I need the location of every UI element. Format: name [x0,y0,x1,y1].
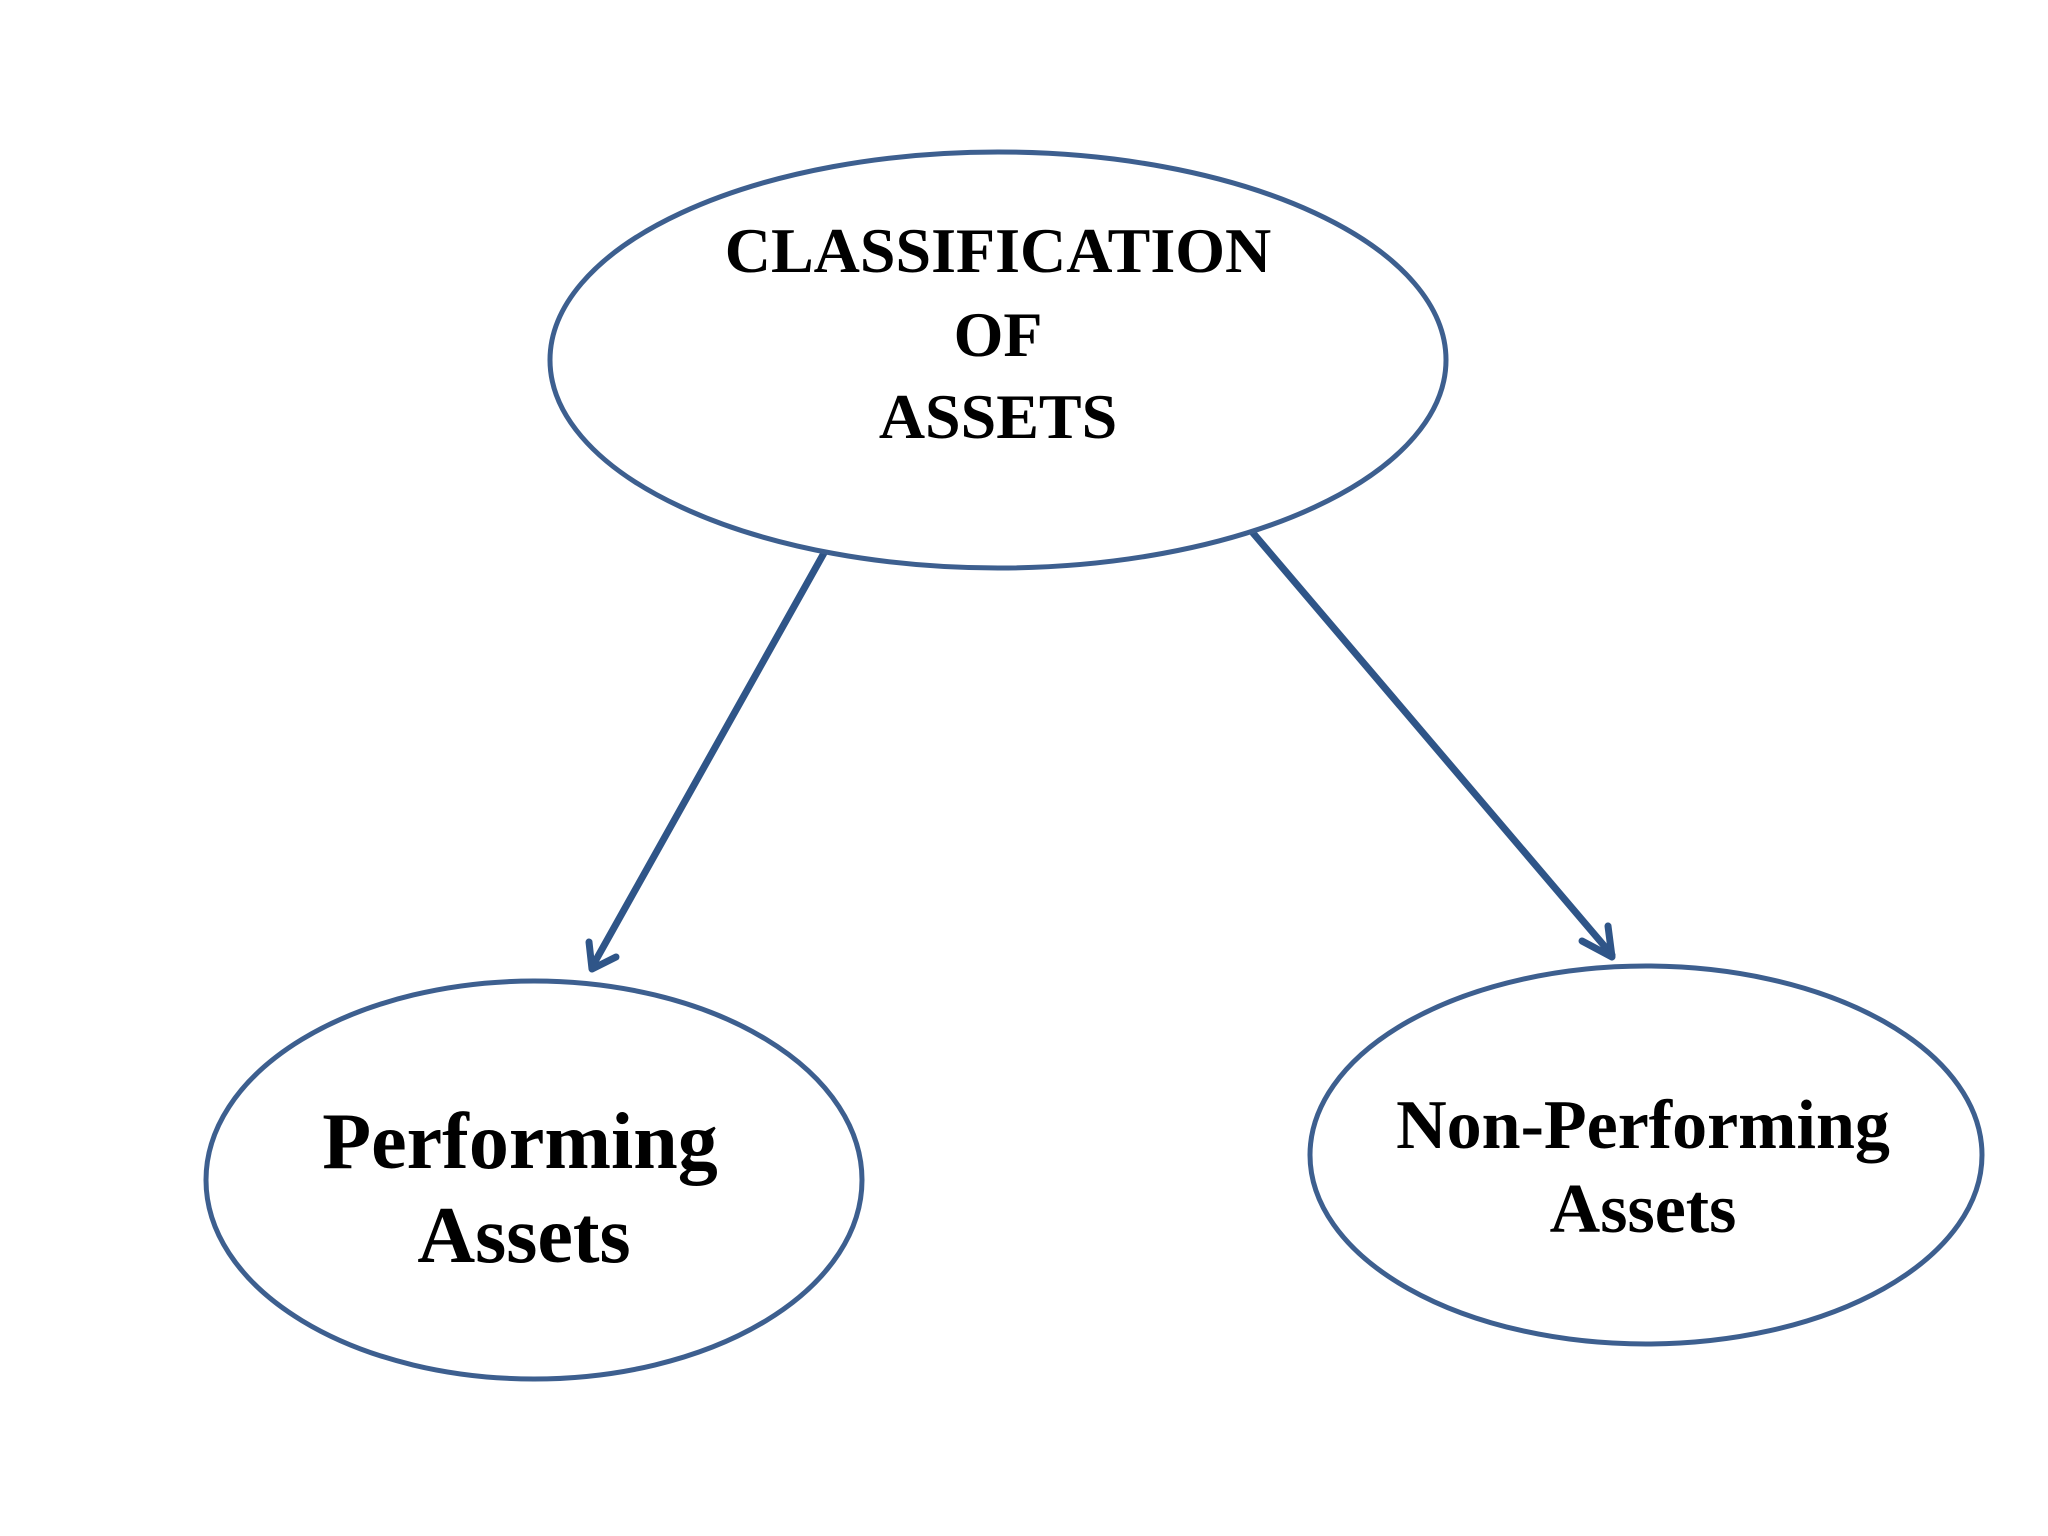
performing-assets-label-line-2: Assets [417,1192,630,1280]
performing-assets-label-line-1: Performing [322,1098,717,1186]
non-performing-assets-label-line-2: Assets [1550,1171,1737,1248]
root-label-line-2: OF [954,299,1043,370]
performing-assets-node: Performing Assets [203,978,865,1382]
arrow-to-non-performing [1249,529,1616,961]
root-ellipse [547,149,1449,571]
non-performing-assets-ellipse [1307,963,1985,1347]
non-performing-assets-node: Non-Performing Assets [1307,963,1985,1347]
non-performing-assets-label-line-1: Non-Performing [1396,1087,1890,1164]
performing-assets-ellipse [203,978,865,1382]
root-node: CLASSIFICATION OF ASSETS [547,149,1449,571]
root-label-line-1: CLASSIFICATION [725,215,1272,286]
root-label-line-3: ASSETS [879,381,1117,452]
arrow-to-performing [585,549,828,973]
